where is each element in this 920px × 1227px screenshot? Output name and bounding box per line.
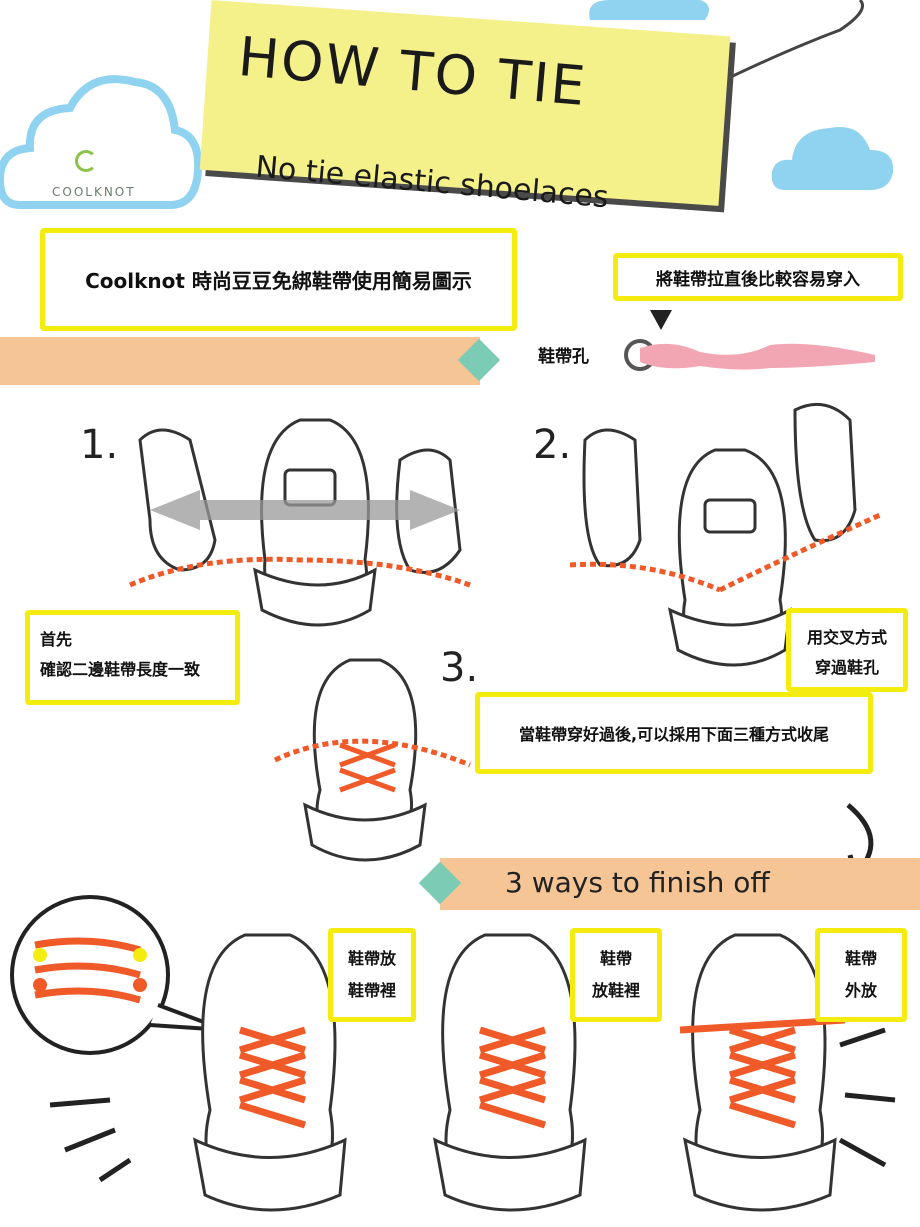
tip-caption: 將鞋帶拉直後比較容易穿入 xyxy=(613,253,903,301)
eyelet-label: 鞋帶孔 xyxy=(538,347,589,367)
step-1-number: 1. xyxy=(80,422,119,468)
finish-option-3: 鞋帶 外放 xyxy=(815,928,907,1022)
finish-band xyxy=(440,858,920,910)
step-1-caption-line1: 首先 xyxy=(40,630,73,649)
arrow-down-icon xyxy=(650,310,672,330)
step-2-number: 2. xyxy=(533,422,572,468)
finish-option-3-line1: 鞋帶 xyxy=(844,949,877,968)
step-1-caption-line2: 確認二邊鞋帶長度一致 xyxy=(40,660,201,679)
step2-lace xyxy=(569,512,882,593)
step-1-caption: 首先 確認二邊鞋帶長度一致 xyxy=(25,610,240,705)
step1-shoe xyxy=(253,418,377,627)
step2-shoe xyxy=(667,448,792,667)
zoom-bubble xyxy=(10,895,226,1055)
step3-lace xyxy=(273,738,471,768)
left-cloud-icon xyxy=(0,75,203,209)
right-cloud-icon xyxy=(771,126,894,190)
finish-option-2: 鞋帶 放鞋裡 xyxy=(570,928,662,1022)
intro-band xyxy=(0,337,480,385)
step-3-number: 3. xyxy=(440,645,479,691)
step3-shoe xyxy=(303,658,427,862)
finish-laces xyxy=(238,1016,846,1129)
finish-shoe-1 xyxy=(193,933,347,1212)
finish-shoe-3 xyxy=(683,933,837,1212)
finish-shoe-2 xyxy=(433,933,587,1212)
finish-option-2-line2: 放鞋裡 xyxy=(591,981,640,1000)
finish-option-3-line2: 外放 xyxy=(844,981,877,1000)
step3-cross-lace xyxy=(339,742,396,793)
finish-option-1-line2: 鞋帶裡 xyxy=(347,981,396,1000)
step-2-caption-line1: 用交叉方式 xyxy=(806,628,887,647)
finish-option-2-line1: 鞋帶 xyxy=(599,949,632,968)
step1-arrows-icon xyxy=(150,490,460,530)
finish-option-1-line1: 鞋帶放 xyxy=(347,949,396,968)
step1-lace xyxy=(129,556,471,588)
motion-lines-icon xyxy=(49,1027,896,1183)
brand-logo-text: COOLKNOT xyxy=(52,185,136,199)
main-caption: Coolknot 時尚豆豆免綁鞋帶使用簡易圖示 xyxy=(40,228,517,331)
finish-heading: 3 ways to finish off xyxy=(505,866,770,899)
step-2-caption-line2: 穿過鞋孔 xyxy=(814,658,879,677)
step-2-caption: 用交叉方式 穿過鞋孔 xyxy=(786,608,908,692)
pink-lace xyxy=(640,343,875,370)
finish-option-1: 鞋帶放 鞋帶裡 xyxy=(328,928,416,1022)
brand-logo-icon xyxy=(75,150,97,172)
top-cloud-icon xyxy=(589,0,709,20)
step-3-caption: 當鞋帶穿好過後,可以採用下面三種方式收尾 xyxy=(475,692,873,774)
step2-hands xyxy=(582,402,857,568)
